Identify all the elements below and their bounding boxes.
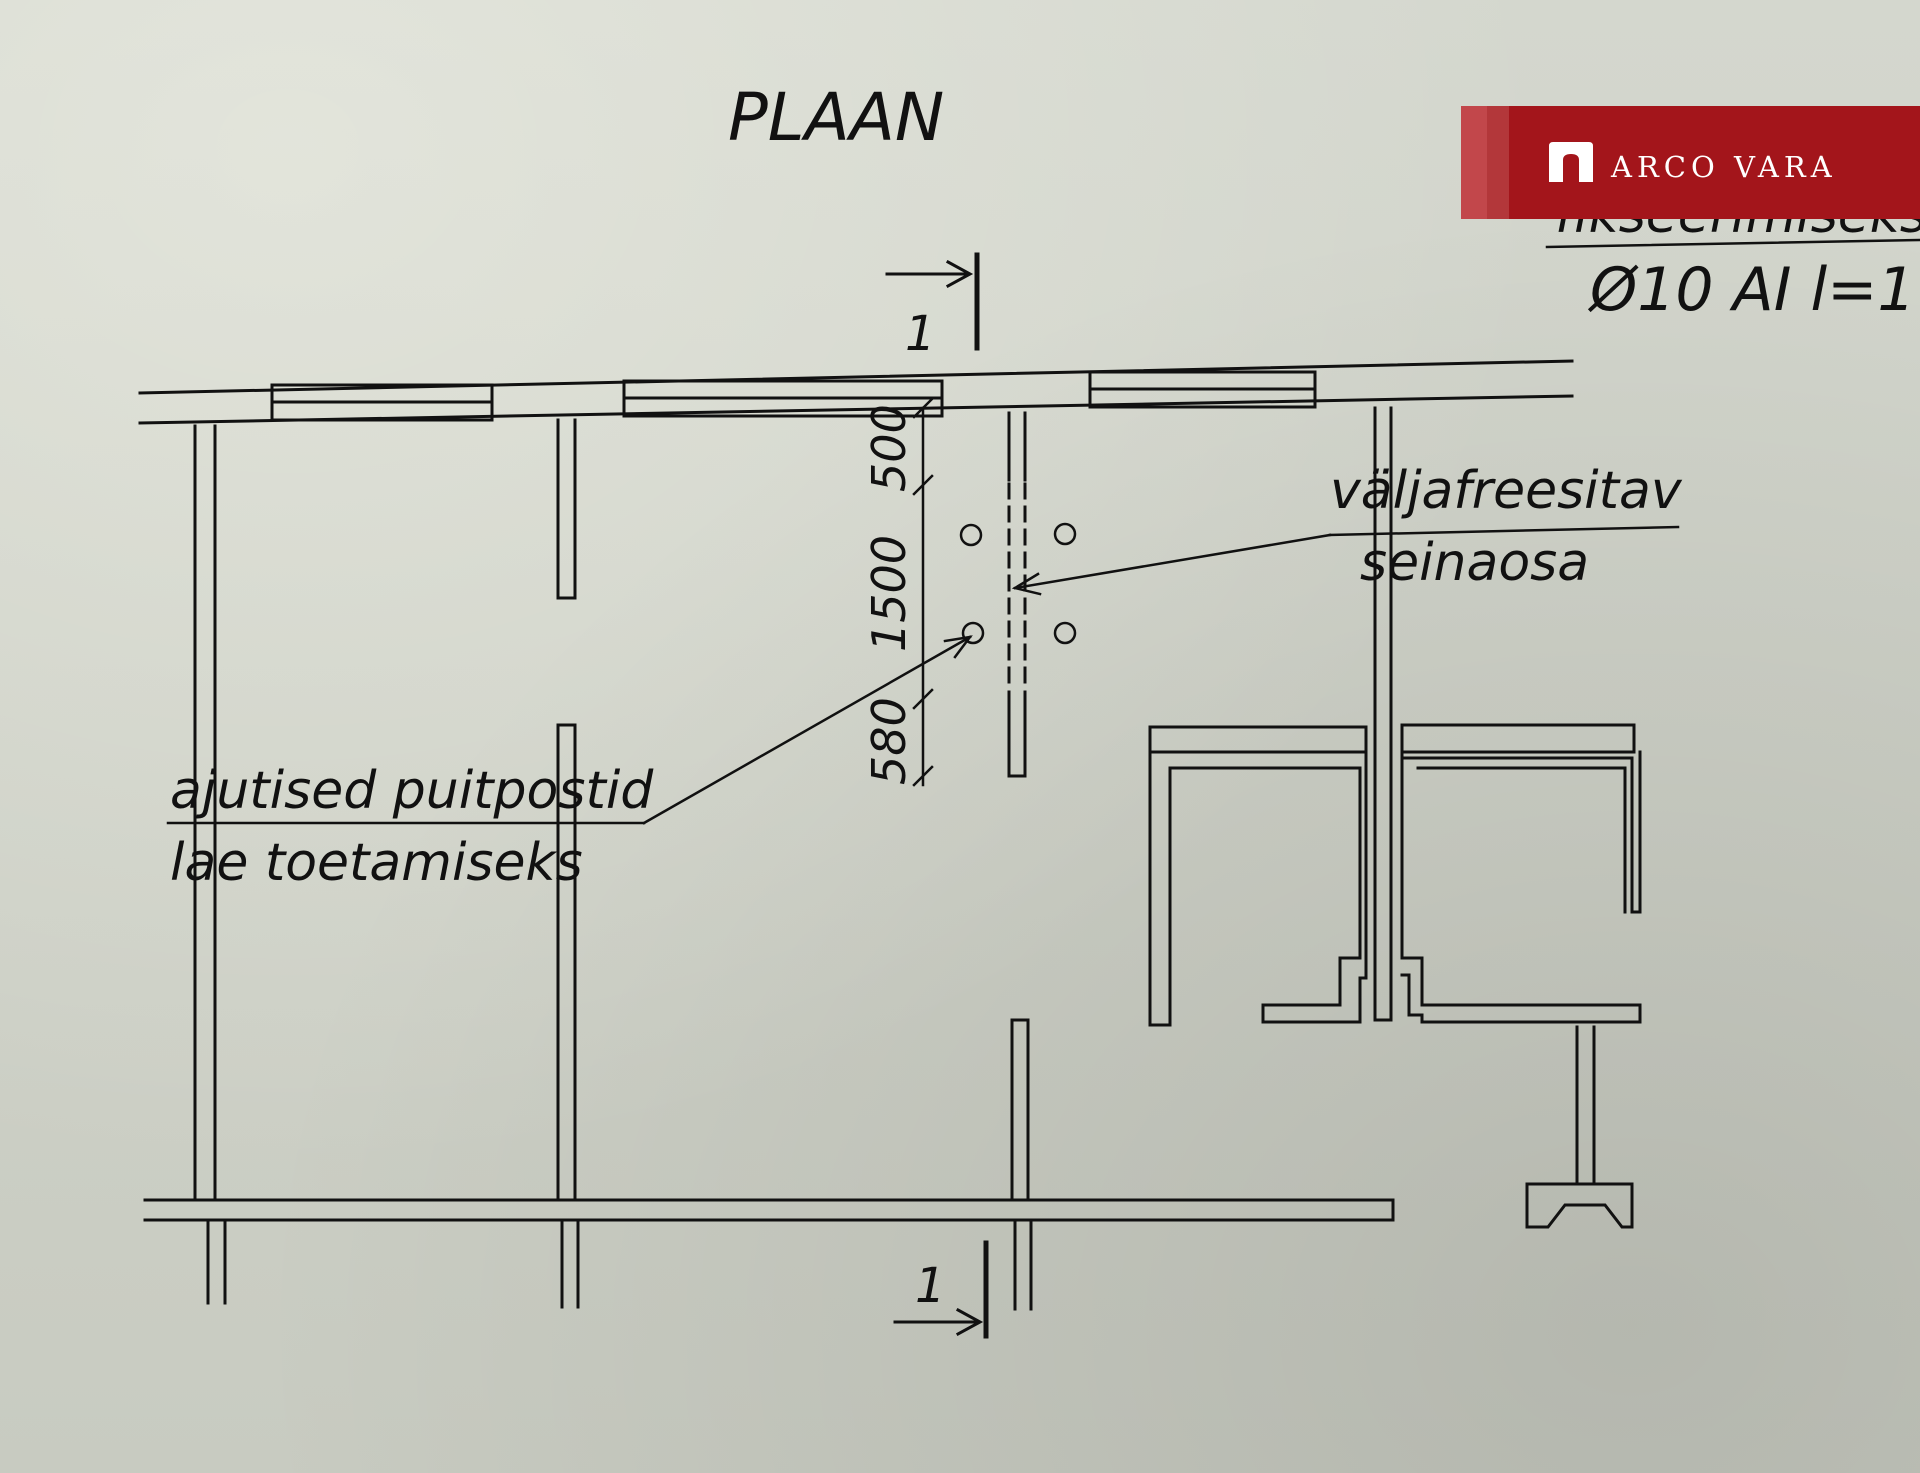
arco-vara-logo: ARCO VARA — [1461, 106, 1920, 219]
window-right — [1088, 370, 1317, 409]
section-marker-top — [885, 252, 980, 351]
section-label-top: 1 — [905, 306, 936, 362]
bottom-exterior-wall — [143, 1198, 1395, 1222]
section-marker-bottom — [893, 1240, 989, 1339]
leader-wall-cut — [1011, 525, 1680, 596]
logo-stripe — [1487, 106, 1509, 219]
cabinet-unit-left — [1148, 725, 1368, 1027]
dimension-500: 500 — [862, 404, 916, 492]
posts-label-1: ajutised puitpostid — [170, 761, 654, 821]
cabinet-unit-right — [1400, 723, 1642, 1024]
rebar-underline — [1545, 238, 1920, 249]
top-exterior-wall — [138, 359, 1574, 425]
plan-title: PLAAN — [728, 79, 944, 156]
column-right — [1525, 1025, 1634, 1229]
window-left — [270, 383, 494, 422]
partition-middle-bottom — [1010, 1018, 1033, 1311]
partition-left-lower — [556, 723, 580, 1309]
logo-stripe — [1461, 106, 1487, 219]
dimension-580: 580 — [862, 697, 916, 785]
partition-right — [1373, 406, 1393, 1022]
leader-posts — [166, 635, 973, 825]
temporary-posts — [959, 522, 1077, 645]
wall-cut-label-1: väljafreesitav — [1330, 461, 1683, 521]
house-icon — [1549, 142, 1593, 182]
dimension-1500: 1500 — [862, 535, 916, 652]
rebar-label-bottom: Ø10 AI l=1 — [1587, 255, 1916, 325]
wall-cut-label-2: seinaosa — [1360, 533, 1589, 593]
posts-label-2: lae toetamiseks — [170, 833, 583, 893]
section-label-bottom: 1 — [915, 1258, 946, 1314]
partition-left-upper — [556, 418, 577, 600]
left-wall — [193, 424, 227, 1305]
window-middle — [622, 379, 944, 418]
partition-middle-lower — [1007, 690, 1027, 778]
partition-middle-upper — [1007, 411, 1027, 482]
dimension-line — [912, 397, 934, 787]
logo-wordmark: ARCO VARA — [1611, 150, 1837, 184]
